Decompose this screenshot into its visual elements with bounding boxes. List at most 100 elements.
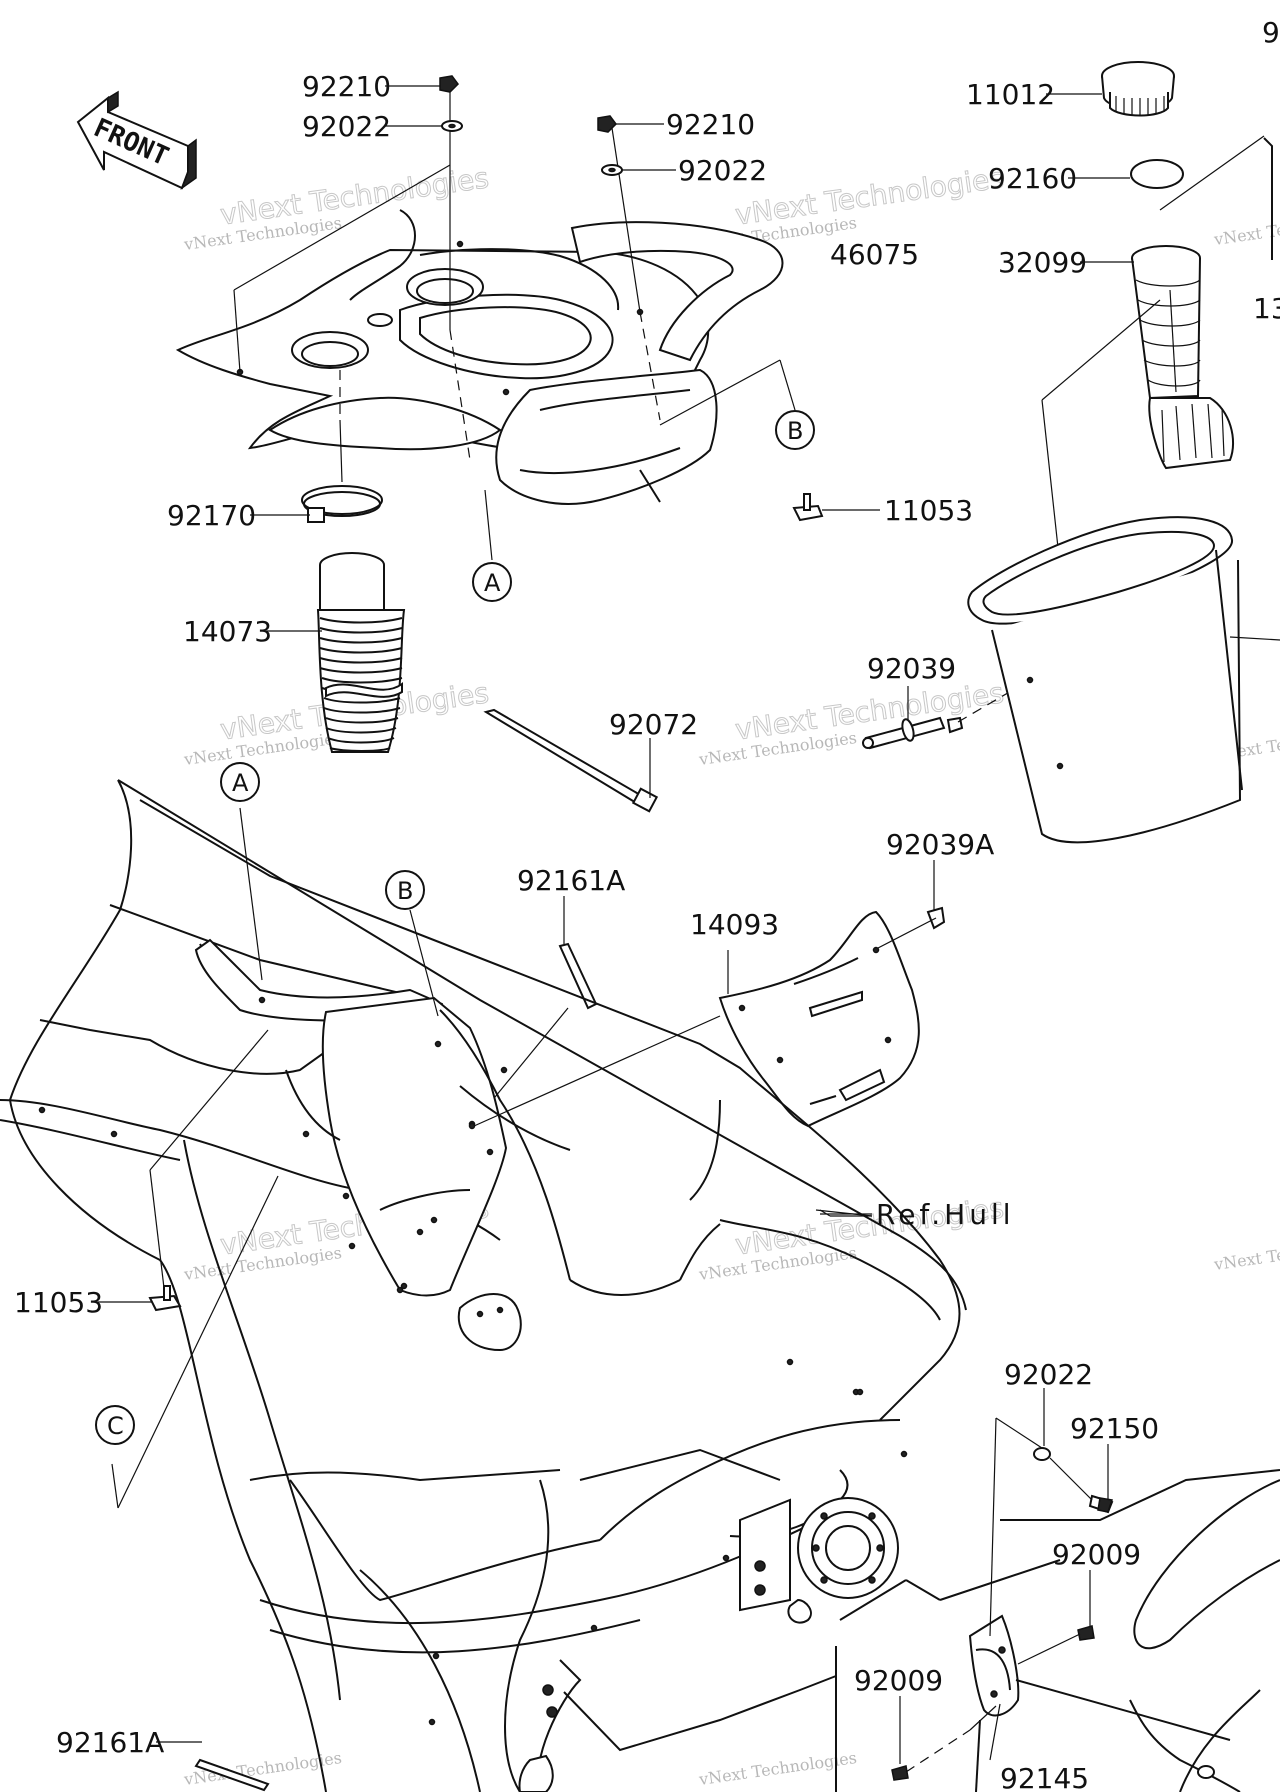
part-number-label: 46075 (830, 238, 919, 271)
label-ref-hull: Ref.Hull (820, 1198, 1015, 1231)
leader-line (815, 1209, 873, 1217)
partial-part-outline (1263, 137, 1273, 260)
hull-body (0, 779, 967, 1792)
front-arrow-icon: FRONT (76, 90, 197, 191)
label-11053a: 11053 (822, 494, 973, 527)
label-92039: 92039 (867, 652, 956, 720)
cap-11012-icon (1101, 61, 1175, 117)
bolt-92009-icon (1077, 1625, 1095, 1641)
bracket-outline (839, 1579, 907, 1621)
hose-clamp-92170-icon (301, 485, 383, 523)
part-number-label: 13 (1253, 292, 1280, 325)
watermark: vNext Technologies (1212, 208, 1280, 249)
watermark-logo-text: vNext Technologies (733, 161, 1006, 231)
part-number-label: 92210 (666, 108, 755, 141)
watermark-text: vNext Technologies (1212, 1233, 1280, 1274)
label-46075: 46075 (830, 238, 919, 271)
leader-line (969, 1705, 997, 1731)
leader-line (611, 127, 641, 313)
callout-b-lower: B (385, 870, 425, 910)
leader-line (409, 909, 439, 1017)
bracket-outline (1000, 1469, 1280, 1521)
cable-tie-92072-icon (483, 708, 659, 813)
nut-92210-icon (439, 75, 459, 93)
part-number-label: 92170 (167, 499, 256, 532)
bracket-92145-icon (968, 1614, 1020, 1717)
leader-line (1229, 636, 1280, 641)
leader-line (149, 1169, 165, 1289)
label-92170: 92170 (167, 499, 310, 532)
part-number-label: 92150 (1070, 1412, 1159, 1445)
leader-line (233, 289, 241, 373)
label-92210b: 92210 (616, 108, 755, 141)
label-92145: 92145 (989, 1703, 1089, 1792)
part-number-label: 92160 (988, 162, 1077, 195)
watermark-text: vNext Technologies (1212, 208, 1280, 249)
leader-line (117, 1175, 279, 1509)
label-92022c: 92022 (1004, 1358, 1093, 1446)
part-number-label: Ref.Hull (876, 1198, 1015, 1231)
callout-letter: A (232, 769, 249, 797)
label-92161A-upper: 92161A (517, 864, 625, 944)
watermark: vNext Technologies vNext Technologies (182, 161, 491, 254)
part-number-label: 92009 (854, 1664, 943, 1697)
leader-line (111, 1463, 119, 1509)
part-number-label: 92022 (302, 110, 391, 143)
bracket-outline (975, 1719, 981, 1792)
part-number-label: 92161A (56, 1726, 164, 1759)
label-92072: 92072 (609, 708, 698, 798)
hull-partial-outline (1133, 1479, 1280, 1650)
label-92160: 92160 (988, 162, 1130, 195)
label-14073: 14073 (183, 615, 322, 648)
part-number-label: 92009 (1052, 1538, 1141, 1571)
label-92210a: 92210 (302, 70, 440, 103)
callout-letter: C (107, 1412, 124, 1440)
callout-a-upper: A (472, 562, 512, 602)
leader-line (877, 917, 937, 949)
nut-92210-icon (597, 115, 617, 133)
label-92022b: 92022 (622, 154, 767, 187)
part-number-label: 9 (1262, 16, 1280, 49)
callout-letter: A (484, 569, 501, 597)
watermark-logo-text: vNext Technologies (733, 676, 1006, 746)
callout-letter: B (787, 417, 803, 445)
label-11012: 11012 (966, 78, 1102, 111)
label-14093: 14093 (690, 908, 779, 994)
part-number-label: 92022 (678, 154, 767, 187)
label-92161A-lower: 92161A (56, 1726, 202, 1759)
hull-partial-outline (1129, 1699, 1241, 1792)
leader-line (1159, 135, 1265, 211)
leader-line (149, 1029, 269, 1171)
callout-letter: B (397, 877, 413, 905)
leader-line (239, 807, 263, 981)
leader-line (905, 1729, 971, 1773)
leader-line (639, 311, 661, 421)
washer-92022-icon (601, 164, 623, 176)
leader-line (989, 1417, 997, 1637)
part-number-label: 92161A (517, 864, 625, 897)
washer-icon (1197, 1765, 1215, 1779)
bellows-hose-14073-icon (316, 552, 406, 753)
rivet-92039-icon (862, 716, 964, 750)
vent-cover-14093-icon (718, 910, 920, 1128)
label-11053b: 11053 (14, 1286, 152, 1319)
leader-line (1041, 299, 1161, 401)
inlet-tube-32099-icon (1131, 245, 1235, 470)
part-number-label: 92145 (1000, 1762, 1089, 1792)
leader-line (995, 1417, 1043, 1449)
label-92009a: 92009 (1052, 1538, 1141, 1626)
callout-a-lower: A (220, 762, 260, 802)
leader-line (449, 329, 471, 461)
pump-housing-icon (739, 1497, 899, 1624)
bracket-11053-icon (148, 1285, 182, 1312)
leader-line (339, 419, 343, 483)
part-number-label: 92039 (867, 652, 956, 685)
watermark: vNext Technologies (1212, 1233, 1280, 1274)
part-number-label: 14073 (183, 615, 272, 648)
leader-line (484, 489, 493, 561)
watermark-text: vNext Technologies (697, 1748, 858, 1789)
bolt-92009-icon (891, 1765, 909, 1781)
bracket-outline (563, 1675, 837, 1752)
label-32099: 32099 (998, 246, 1134, 279)
